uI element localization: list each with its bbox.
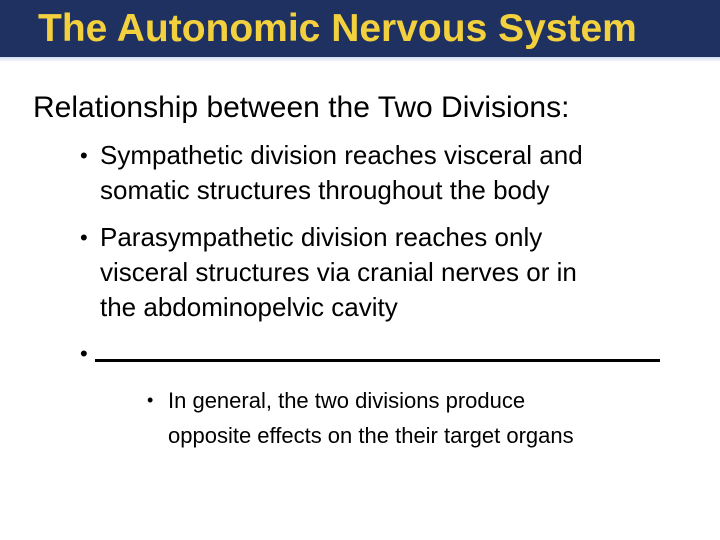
bullet-item-sympathetic: • Sympathetic division reaches visceral … bbox=[0, 138, 720, 208]
bullet-item-parasympathetic: • Parasympathetic division reaches only … bbox=[0, 220, 720, 325]
sub-bullet-list: • In general, the two divisions produce … bbox=[0, 383, 720, 453]
bullet-icon: • bbox=[80, 225, 88, 250]
fill-in-blank-line bbox=[95, 359, 660, 362]
slide-header: The Autonomic Nervous System bbox=[0, 0, 720, 57]
bullet-item-blank: • bbox=[0, 339, 720, 369]
bullet-icon: • bbox=[147, 390, 154, 410]
content-heading: Relationship between the Two Divisions: bbox=[33, 91, 570, 124]
header-divider bbox=[0, 57, 720, 62]
bullet-line: Parasympathetic division reaches only bbox=[100, 222, 543, 252]
bullet-line: somatic structures throughout the body bbox=[100, 175, 550, 205]
bullet-line: Sympathetic division reaches visceral an… bbox=[100, 140, 583, 170]
sub-bullet-line: In general, the two divisions produce bbox=[168, 388, 526, 413]
sub-bullet-line: opposite effects on the their target org… bbox=[168, 423, 574, 448]
sub-bullet-item-in-general: • In general, the two divisions produce … bbox=[0, 383, 720, 453]
bullet-line: the abdominopelvic cavity bbox=[100, 292, 398, 322]
slide-title: The Autonomic Nervous System bbox=[38, 7, 637, 50]
bullet-icon: • bbox=[80, 143, 88, 168]
bullet-icon: • bbox=[80, 341, 88, 366]
bullet-line: visceral structures via cranial nerves o… bbox=[100, 257, 577, 287]
bullet-list: • Sympathetic division reaches visceral … bbox=[0, 138, 720, 453]
